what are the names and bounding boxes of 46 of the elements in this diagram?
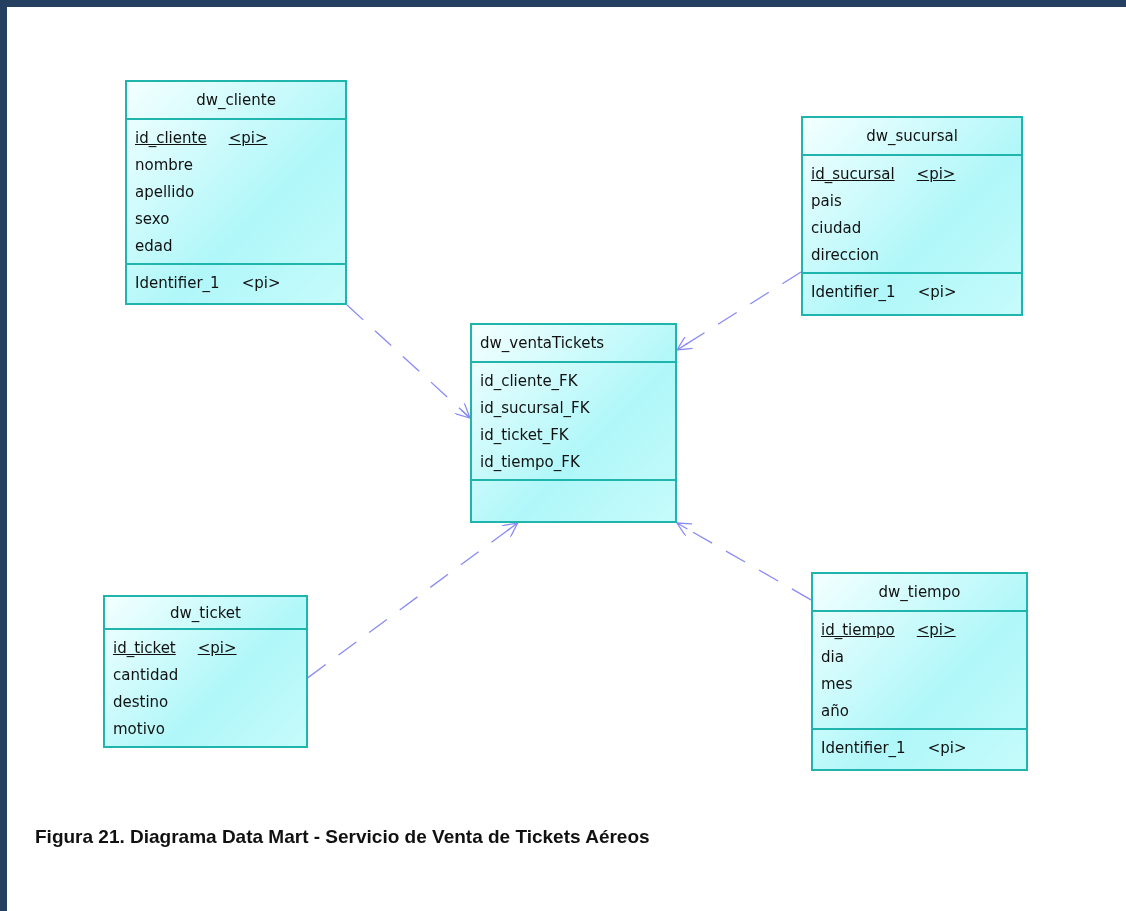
relationship-line [307,522,519,679]
key-marker: <pi> [927,738,967,757]
attribute-name: mes [821,674,853,693]
attribute-name: ciudad [811,218,862,237]
attribute-name: motivo [113,719,165,738]
figure-caption: Figura 21. Diagrama Data Mart - Servicio de Venta de Tickets Aéreos [35,826,650,848]
table-name: dw_ticket [170,603,241,622]
key-marker: <pi> [197,638,237,657]
attribute-name: id_tiempo_FK [480,452,580,471]
attribute-name: sexo [135,209,170,228]
key-attribute: id_sucursal [811,164,895,183]
entity-table [470,323,677,523]
key-attribute: id_cliente [135,128,207,147]
key-marker: <pi> [916,620,956,639]
key-marker: <pi> [228,128,268,147]
key-marker: <pi> [241,273,281,292]
table-name: dw_cliente [196,91,276,109]
attribute-name: id_cliente_FK [480,371,578,390]
key-marker: <pi> [916,164,956,183]
relationship-line [676,522,812,601]
attribute-name: id_sucursal_FK [480,398,590,417]
identifier-name: Identifier_1 [135,273,220,292]
identifier-name: Identifier_1 [821,738,906,757]
key-marker: <pi> [917,282,957,301]
entity-table [103,595,308,748]
key-attribute: id_tiempo [821,620,895,639]
attribute-name: direccion [811,245,880,264]
attribute-name: dia [821,647,844,666]
attribute-name: edad [135,236,173,255]
attribute-name: nombre [135,155,193,174]
attribute-name: pais [811,191,842,210]
entity-table [811,572,1028,771]
entity-table [801,116,1023,316]
attribute-name: cantidad [113,665,179,684]
relationship-line [676,271,802,351]
table-name: dw_sucursal [866,127,958,145]
table-name: dw_tiempo [878,583,961,601]
attribute-name: destino [113,692,169,711]
attribute-name: año [821,701,849,720]
entity-table [125,80,347,305]
key-attribute: id_ticket [113,638,176,657]
relationship-line [346,304,471,419]
attribute-name: apellido [135,182,195,201]
identifier-name: Identifier_1 [811,282,896,301]
table-name: dw_ventaTickets [480,334,605,352]
attribute-name: id_ticket_FK [480,425,569,444]
